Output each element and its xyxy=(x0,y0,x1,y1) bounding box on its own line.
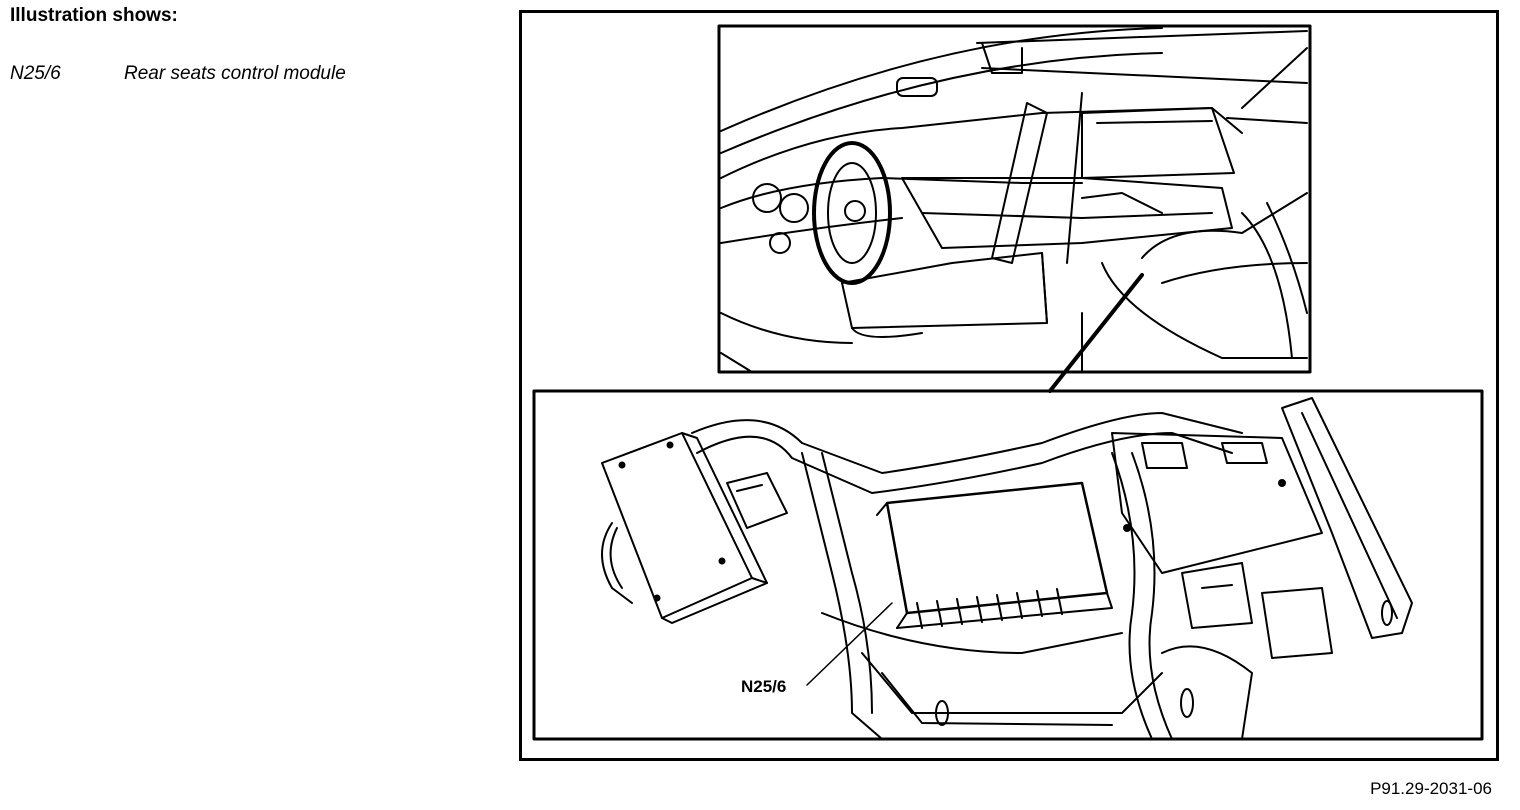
legend-heading: Illustration shows: xyxy=(10,5,178,26)
legend-item-code: N25/6 xyxy=(10,63,61,84)
figure-frame: N25/6 xyxy=(519,10,1499,761)
module-detail-inset xyxy=(532,389,1484,741)
callout-label: N25/6 xyxy=(741,677,786,696)
figure-id: P91.29-2031-06 xyxy=(1370,779,1492,798)
legend-item-description: Rear seats control module xyxy=(124,63,346,84)
car-interior-inset xyxy=(717,24,1312,374)
callout-leader-line xyxy=(806,602,893,686)
inset-leader-line xyxy=(1048,273,1144,393)
technical-illustration: N25/6 xyxy=(532,24,1484,741)
